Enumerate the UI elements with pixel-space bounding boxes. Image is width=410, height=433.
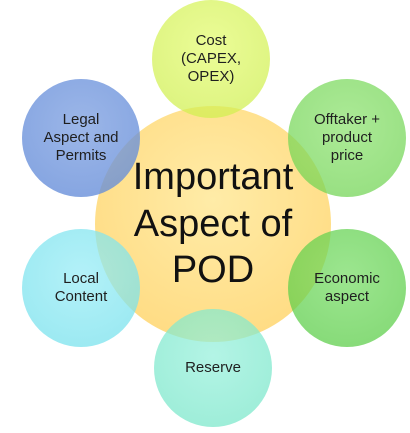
circle-economic-aspect: Economic aspect <box>288 229 406 347</box>
offtaker-label: Offtaker + product price <box>313 111 380 164</box>
center-label: Important Aspect of POD <box>132 156 294 292</box>
circle-legal-aspect-and-permits: Legal Aspect and Permits <box>22 79 140 197</box>
legal-label: Legal Aspect and Permits <box>43 111 119 164</box>
circle-reserve: Reserve <box>154 309 272 427</box>
circle-offtaker-product-price: Offtaker + product price <box>288 79 406 197</box>
economic-label: Economic aspect <box>314 270 380 305</box>
cost-label: Cost (CAPEX, OPEX) <box>180 32 241 85</box>
circle-local-content: Local Content <box>22 229 140 347</box>
circle-cost: Cost (CAPEX, OPEX) <box>152 0 270 118</box>
reserve-label: Reserve <box>185 359 241 376</box>
local-content-label: Local Content <box>54 270 108 305</box>
